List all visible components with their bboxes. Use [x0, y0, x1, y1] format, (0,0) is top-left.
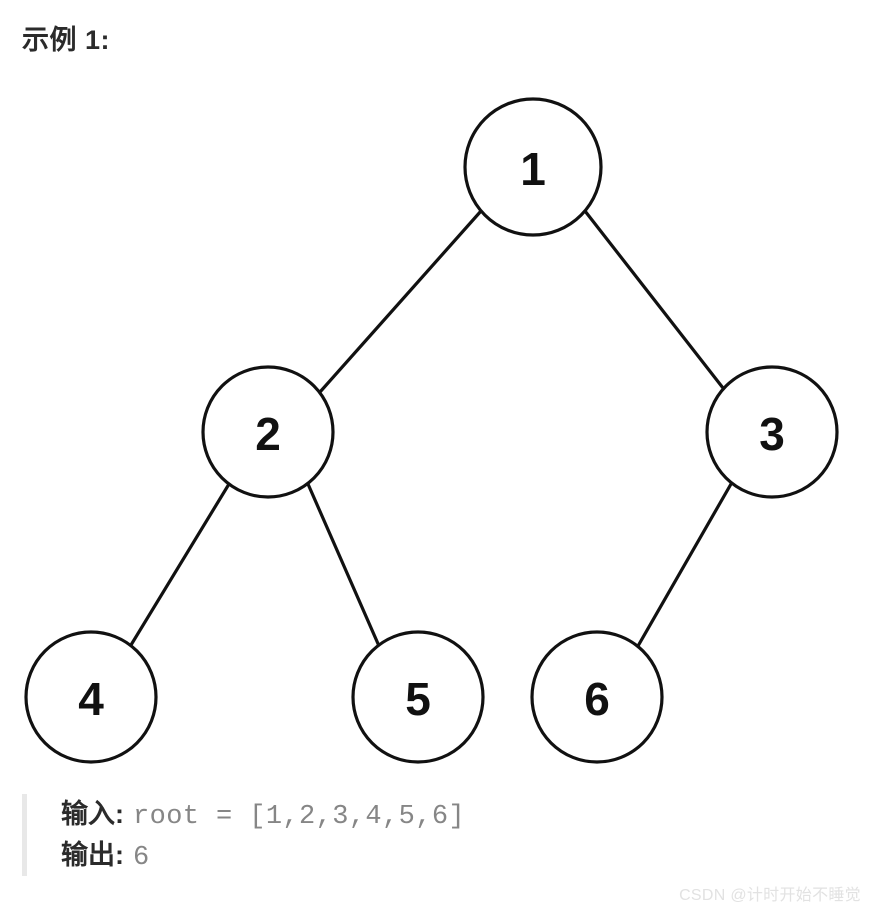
tree-node-label: 5	[405, 673, 431, 725]
tree-node-circle	[351, 630, 485, 764]
tree-node-circle	[463, 97, 603, 237]
tree-edge-3-6	[636, 482, 733, 648]
binary-tree-figure: 1 2 3 4 5 6	[0, 78, 875, 778]
tree-edges	[129, 209, 733, 648]
tree-node-label: 4	[78, 673, 104, 725]
tree-node-2: 2	[201, 365, 335, 499]
input-value: root = [1,2,3,4,5,6]	[133, 802, 466, 832]
tree-node-circle	[530, 630, 664, 764]
tree-node-1: 1	[463, 97, 603, 237]
output-label: 输出:	[61, 840, 124, 870]
csdn-watermark: CSDN @计时开始不睡觉	[679, 887, 861, 904]
tree-edge-1-3	[583, 209, 725, 390]
io-blockquote: 输入: root = [1,2,3,4,5,6] 输出: 6	[22, 794, 782, 876]
tree-nodes: 1 2 3 4 5 6	[24, 97, 839, 764]
tree-node-circle	[201, 365, 335, 499]
input-line: 输入: root = [1,2,3,4,5,6]	[61, 794, 782, 835]
tree-node-circle	[705, 365, 839, 499]
tree-edge-2-4	[129, 482, 231, 647]
tree-node-3: 3	[705, 365, 839, 499]
tree-node-label: 1	[520, 143, 546, 195]
tree-node-4: 4	[24, 630, 158, 764]
input-label: 输入:	[61, 799, 124, 829]
tree-node-5: 5	[351, 630, 485, 764]
tree-node-label: 6	[584, 673, 610, 725]
page-title: 示例 1:	[22, 25, 111, 55]
tree-node-circle	[24, 630, 158, 764]
tree-edge-2-5	[306, 482, 381, 648]
tree-edge-1-2	[318, 209, 483, 394]
output-line: 输出: 6	[61, 835, 782, 876]
binary-tree-svg: 1 2 3 4 5 6	[24, 97, 839, 764]
tree-node-6: 6	[530, 630, 664, 764]
tree-node-label: 2	[255, 408, 281, 460]
output-value: 6	[133, 843, 150, 873]
tree-node-label: 3	[759, 408, 785, 460]
